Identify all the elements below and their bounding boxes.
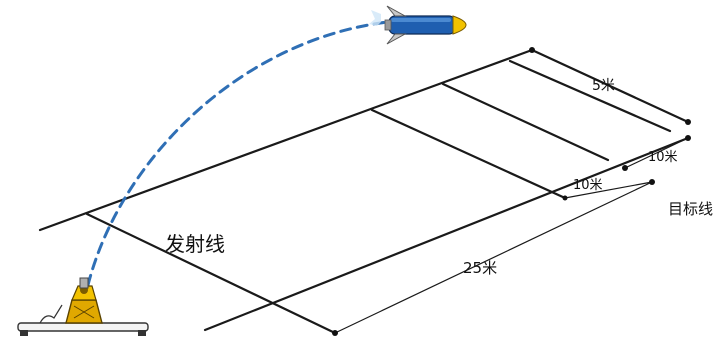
dot xyxy=(529,47,535,53)
launcher-icon xyxy=(17,277,149,336)
dimension-dots xyxy=(332,47,691,336)
near-edge-line xyxy=(203,136,690,332)
dim-25m-line xyxy=(334,181,653,334)
target-line-label: 目标线 xyxy=(668,200,713,218)
rocket-icon xyxy=(369,5,467,45)
target-line xyxy=(508,59,672,133)
field-lines xyxy=(38,48,690,335)
dim-10m-line-b xyxy=(624,137,689,169)
dot xyxy=(685,119,691,125)
far-edge-line xyxy=(38,48,534,232)
launch-line-label: 发射线 xyxy=(165,232,225,256)
dim-5m-line xyxy=(531,49,689,123)
dist-10m-label-b: 10米 xyxy=(573,178,603,193)
dist-5m-label: 5米 xyxy=(592,78,615,94)
dot xyxy=(332,330,338,336)
dimension-lines xyxy=(334,49,689,334)
trajectory-arc xyxy=(86,20,390,287)
dist-10m-label-a: 10米 xyxy=(648,150,678,165)
dim-10m-line-a xyxy=(564,181,653,199)
mid-line-1 xyxy=(370,108,567,200)
mid-line-2 xyxy=(441,82,610,162)
launch-line xyxy=(85,212,337,335)
dot xyxy=(685,135,691,141)
dist-25m-label: 25米 xyxy=(463,259,497,277)
dot xyxy=(622,165,628,171)
dot xyxy=(649,179,655,185)
dot xyxy=(562,195,568,201)
